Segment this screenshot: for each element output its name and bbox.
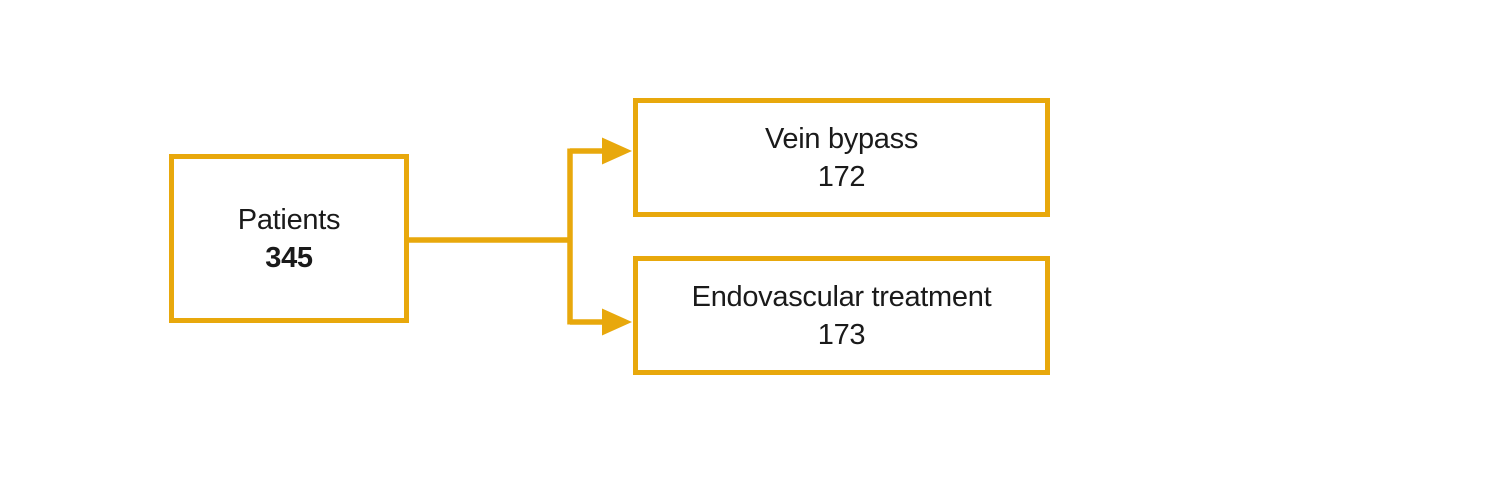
node-value: 173 (817, 318, 866, 351)
node-label: Patients (237, 203, 341, 236)
node-label: Vein bypass (764, 122, 919, 155)
node-value: 172 (817, 160, 866, 193)
arrow-right-icon (602, 308, 632, 336)
node-endovascular-treatment: Endovascular treatment 173 (633, 256, 1050, 375)
node-vein-bypass: Vein bypass 172 (633, 98, 1050, 217)
arrow-right-icon (602, 137, 632, 165)
node-patients: Patients 345 (169, 154, 409, 323)
node-value: 345 (265, 241, 313, 274)
node-label: Endovascular treatment (691, 280, 992, 313)
